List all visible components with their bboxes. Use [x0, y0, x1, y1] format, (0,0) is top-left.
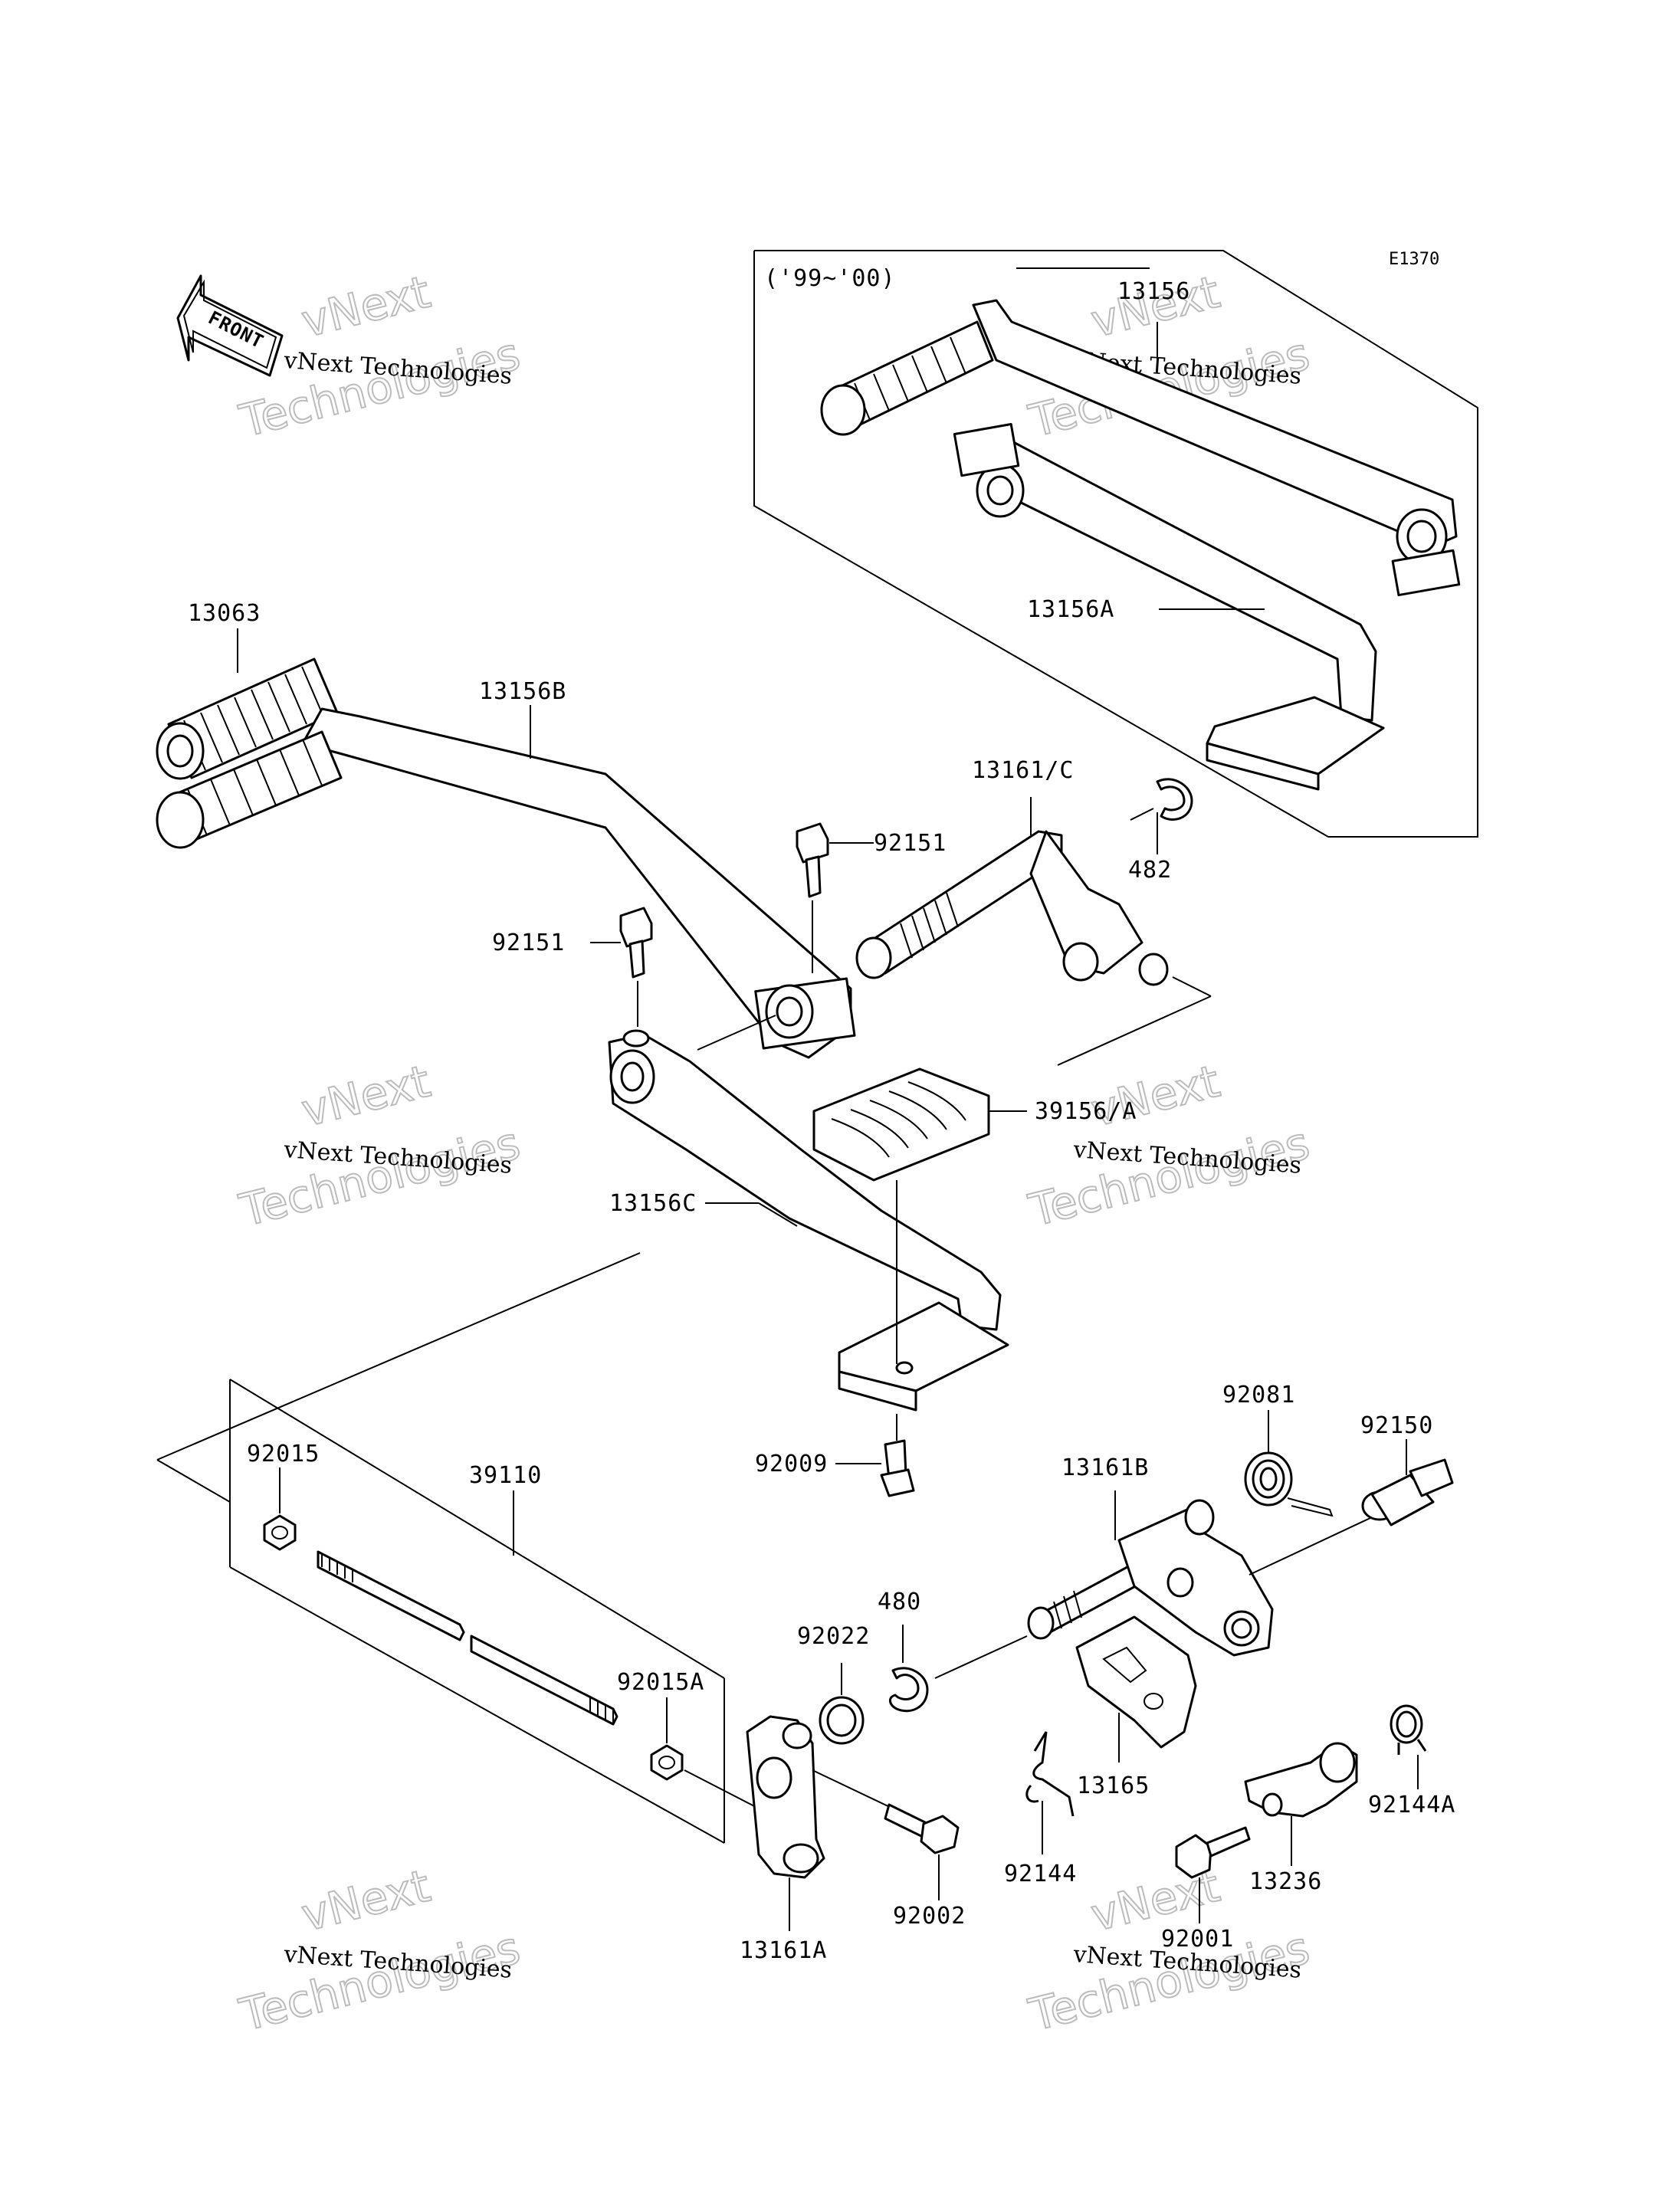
brake-lever-13156A [953, 423, 1385, 791]
label-92015: 92015 [247, 1441, 320, 1467]
label-92009: 92009 [755, 1451, 828, 1477]
rod-39110: 39110 [317, 1462, 619, 1726]
bolt-92151-lower: 92151 [492, 907, 653, 1027]
shift-lever-13156B: 13156B [156, 678, 856, 1059]
label-92150: 92150 [1360, 1412, 1433, 1439]
plate-13236: 13236 [1244, 1742, 1358, 1895]
brake-lever-13156C: 13156C [608, 1029, 1009, 1412]
washer-92022: 92022 [797, 1623, 870, 1745]
nut-92015: 92015 [247, 1441, 320, 1551]
label-13156B: 13156B [479, 678, 566, 705]
label-92015A: 92015A [617, 1669, 704, 1696]
label-13161B: 13161B [1061, 1454, 1149, 1481]
circlip-480: 480 [878, 1589, 1028, 1713]
label-92151-lower: 92151 [492, 930, 565, 956]
spring-92081: 92081 [1222, 1382, 1334, 1517]
watermark-mid-right: vNext Technologies vNext Technologies [1023, 1054, 1315, 1238]
label-482: 482 [1128, 857, 1172, 884]
front-arrow-icon: FRONT [176, 274, 284, 377]
label-92144A: 92144A [1368, 1792, 1455, 1818]
shaft-13161B: 13161B [1027, 1454, 1274, 1657]
watermark-big-line1: vNext [297, 1055, 435, 1137]
label-13063: 13063 [188, 600, 261, 627]
watermark-bottom-left: vNext Technologies vNext Technologies [234, 1859, 526, 2042]
inset-box: ('99~'00) [753, 250, 1478, 838]
label-92022: 92022 [797, 1623, 870, 1650]
bolt-92001: 92001 [1161, 1826, 1251, 1953]
bolt-92002: 92002 [812, 1769, 966, 1930]
spring-92144A: 92144A [1368, 1704, 1455, 1818]
label-92002: 92002 [893, 1903, 966, 1930]
year-range-label: ('99~'00) [764, 265, 896, 292]
label-13156C: 13156C [609, 1190, 697, 1217]
shaft-13161C: 13161/C [855, 757, 1169, 986]
label-92144: 92144 [1004, 1861, 1077, 1887]
label-92001: 92001 [1161, 1926, 1234, 1953]
diagram-code: E1370 [1389, 250, 1439, 269]
label-13165: 13165 [1077, 1772, 1150, 1799]
label-480: 480 [878, 1589, 921, 1615]
bolt-92009: 92009 [755, 1414, 915, 1497]
bolt-92150: 92150 [1249, 1412, 1454, 1576]
shift-lever-13156 [820, 299, 1461, 597]
label-13236: 13236 [1249, 1868, 1322, 1895]
label-13156: 13156 [1117, 278, 1190, 305]
watermark-top-left: vNext Technologies vNext Technologies [234, 265, 526, 448]
watermark-big-line1: vNext [297, 1860, 435, 1942]
circlip-482: 482 [1128, 778, 1193, 884]
watermark-big-line1: vNext [297, 266, 435, 348]
rod-assembly: 92015 39110 [156, 1252, 760, 1844]
label-39110: 39110 [469, 1462, 542, 1489]
label-92081: 92081 [1222, 1382, 1295, 1408]
plate-13165: 13165 [1075, 1615, 1197, 1799]
label-13161A: 13161A [740, 1937, 827, 1964]
watermark-mid-left: vNext Technologies vNext Technologies [234, 1054, 526, 1238]
bolt-92151-upper: 92151 [796, 822, 947, 973]
arm-13161A: 13161A [740, 1715, 827, 1964]
spring-92144: 92144 [1004, 1731, 1077, 1887]
nut-92015A: 92015A [617, 1669, 760, 1809]
label-39156A: 39156/A [1035, 1098, 1137, 1125]
label-13156A: 13156A [1027, 596, 1114, 623]
label-13161C: 13161/C [972, 757, 1074, 784]
label-92151-upper: 92151 [874, 830, 947, 857]
pedal-pad-39156A: 39156/A [812, 1067, 1137, 1364]
